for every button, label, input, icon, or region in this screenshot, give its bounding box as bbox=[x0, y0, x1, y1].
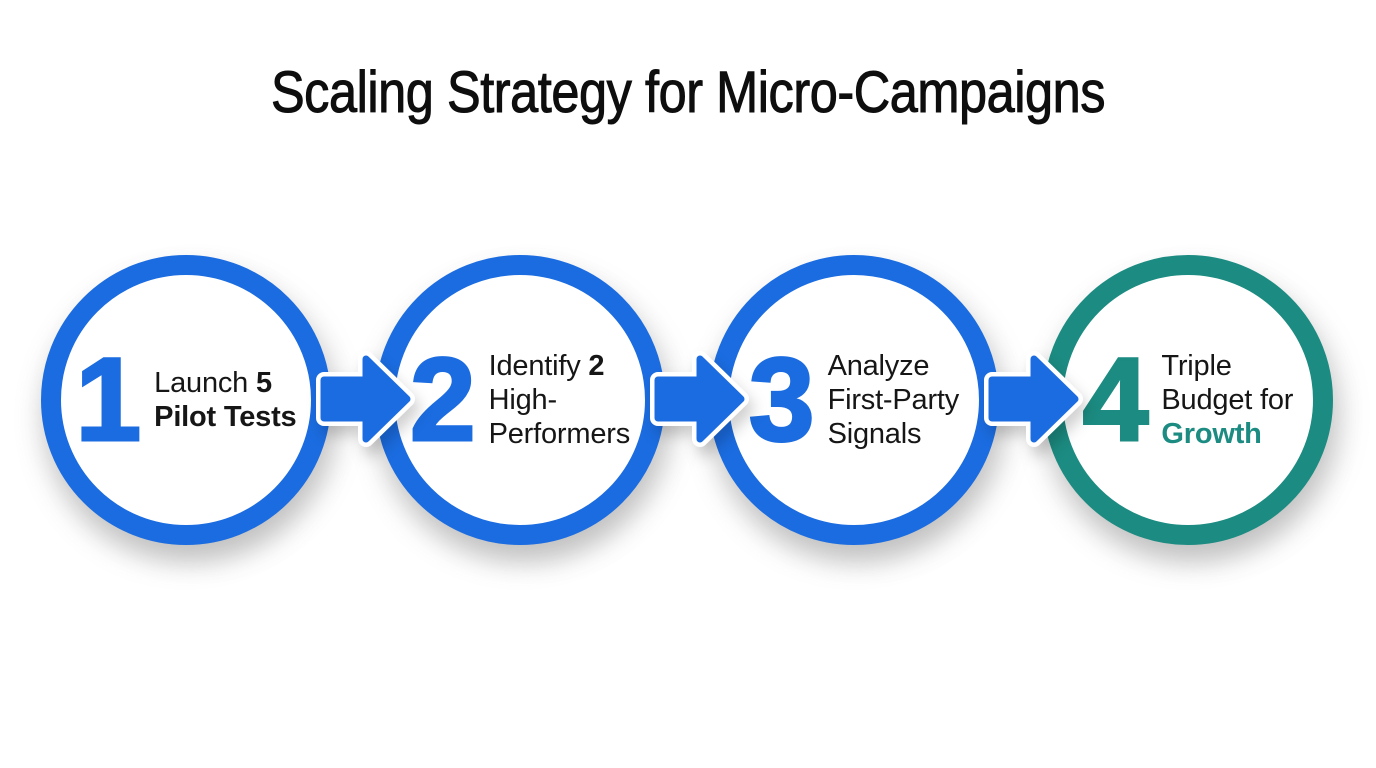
step-number: 3 bbox=[747, 334, 816, 466]
flow-arrow-1-icon bbox=[316, 351, 415, 447]
page-title: Scaling Strategy for Micro-Campaigns bbox=[270, 60, 1106, 125]
step-label-text: 2 bbox=[588, 350, 605, 382]
flow-arrow-3-icon bbox=[984, 351, 1083, 447]
step-label-text: Triple bbox=[1161, 350, 1232, 382]
step-label-line: Pilot Tests bbox=[154, 400, 296, 434]
step-label-text: Performers bbox=[488, 418, 631, 450]
step-label-text: Growth bbox=[1161, 418, 1262, 450]
flow-arrow-2-icon bbox=[650, 351, 749, 447]
arrow-body bbox=[320, 355, 411, 443]
step-label-text: 5 bbox=[255, 367, 272, 399]
step-label-text: Identify bbox=[488, 350, 589, 382]
step-label-line: High- bbox=[489, 383, 630, 417]
step-label-line: Growth bbox=[1161, 417, 1293, 451]
step-label-text: Signals bbox=[827, 418, 922, 450]
step-label-line: Identify 2 bbox=[489, 349, 630, 383]
step-label-line: First-Party bbox=[828, 383, 960, 417]
arrow-body bbox=[988, 355, 1079, 443]
step-label-line: Triple bbox=[1161, 349, 1293, 383]
arrow-body bbox=[654, 355, 745, 443]
step-label-line: Performers bbox=[488, 417, 631, 451]
step-label-text: Pilot Tests bbox=[154, 401, 297, 433]
step-label-text: Analyze bbox=[827, 350, 930, 382]
step-number: 4 bbox=[1081, 334, 1150, 466]
step-label-line: Budget for bbox=[1161, 383, 1293, 417]
step-label-text: Launch bbox=[154, 367, 256, 399]
step-label-text: Budget for bbox=[1161, 384, 1294, 416]
step-number: 1 bbox=[74, 334, 143, 466]
step-number: 2 bbox=[408, 334, 477, 466]
step-label-line: Launch 5 bbox=[154, 366, 296, 400]
step-label-text: High- bbox=[488, 384, 558, 416]
step-label-text: First-Party bbox=[827, 384, 960, 416]
step-label-line: Analyze bbox=[828, 349, 960, 383]
step-label-line: Signals bbox=[828, 417, 960, 451]
